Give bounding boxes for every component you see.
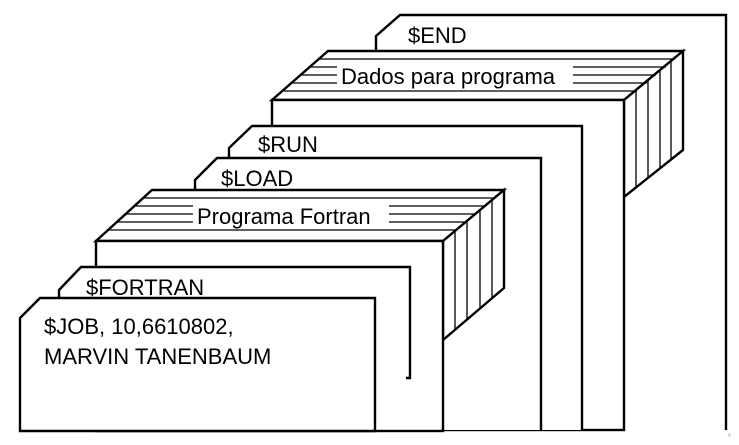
stack-program-label: Programa Fortran xyxy=(197,204,371,229)
stack-data-label-bg xyxy=(337,64,573,88)
card-fortran-label: $FORTRAN xyxy=(86,275,204,300)
card-job-line2: MARVIN TANENBAUM xyxy=(44,344,271,369)
card-job-outline xyxy=(18,296,377,433)
stack-data-label: Dados para programa xyxy=(341,64,556,89)
corner-mark: v xyxy=(728,433,731,439)
card-job: $JOB, 10,6610802, MARVIN TANENBAUM xyxy=(18,296,377,433)
card-run-label: $RUN xyxy=(258,132,318,157)
card-job-line1: $JOB, 10,6610802, xyxy=(44,314,234,339)
stack-program-label-bg xyxy=(193,203,389,227)
card-end-label: $END xyxy=(408,23,467,48)
card-load-label: $LOAD xyxy=(221,166,293,191)
